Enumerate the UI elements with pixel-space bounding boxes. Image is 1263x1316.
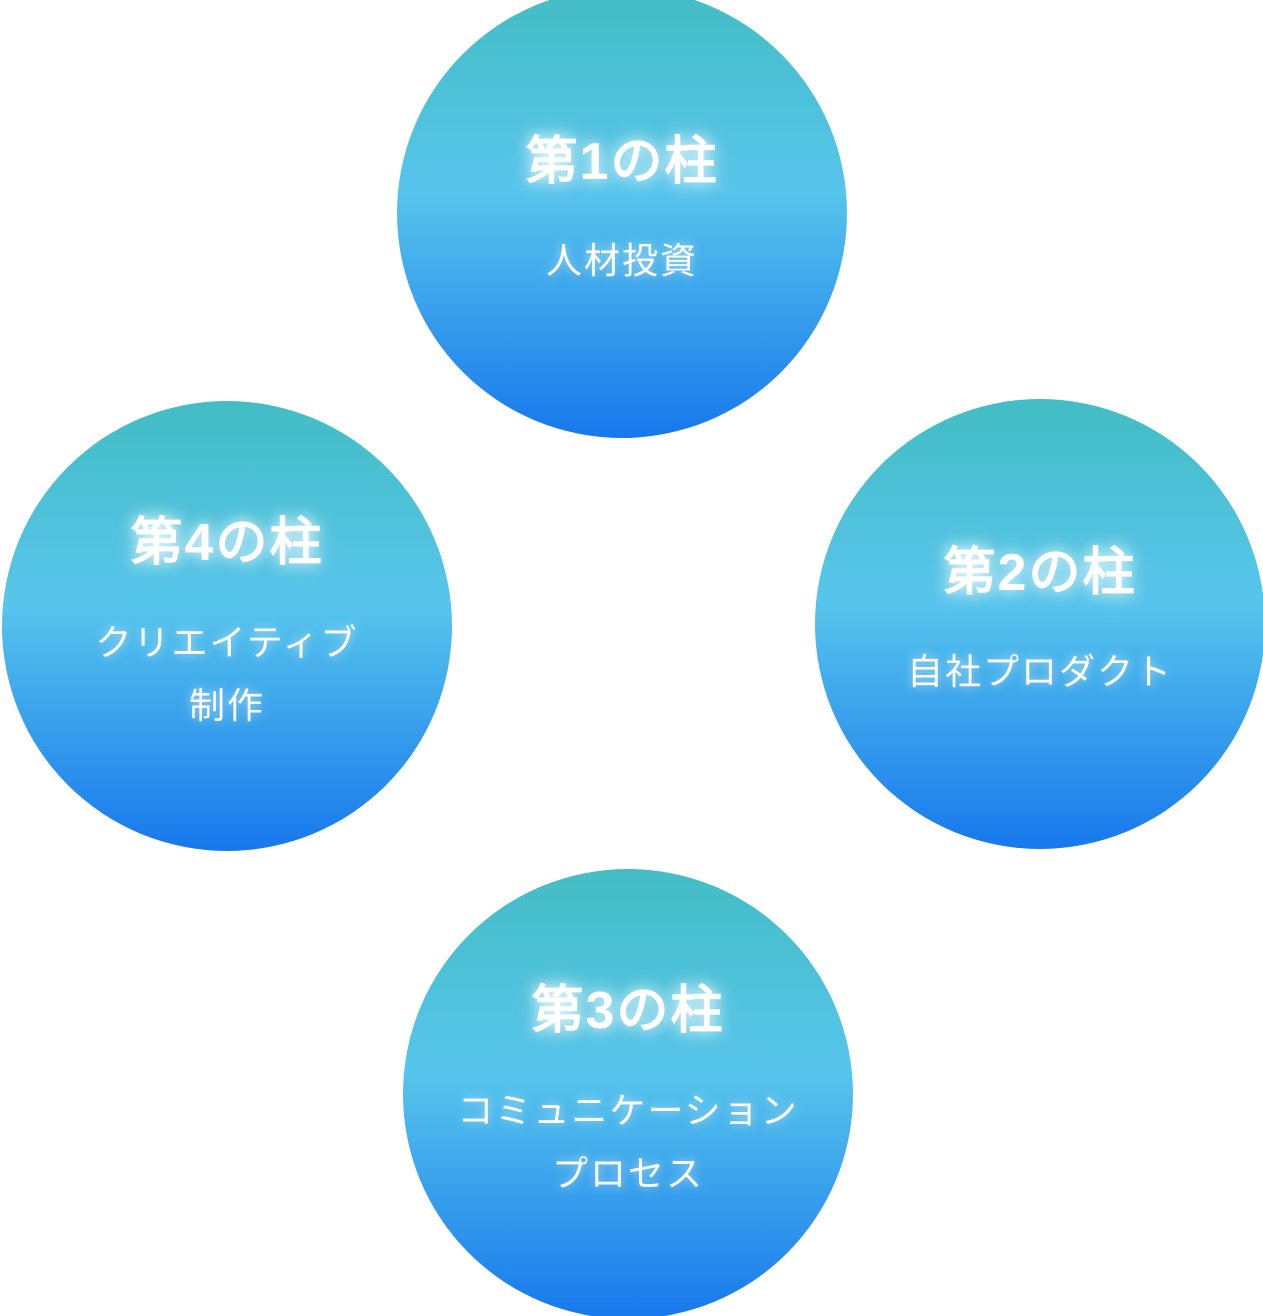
pillar-3-subtitle-line-2: プロセス — [551, 1152, 704, 1194]
pillar-4-subtitle-line-1: クリエイティブ — [95, 621, 359, 663]
pillar-4-subtitle-line-2: 制作 — [188, 684, 265, 726]
pillar-1-subtitle-line: 人材投資 — [545, 240, 698, 282]
pillar-2-subtitle: 自社プロダクト — [907, 640, 1173, 703]
pillar-3-subtitle-line-1: コミュニケーション — [457, 1089, 799, 1131]
pillar-3-subtitle: コミュニケーション プロセス — [457, 1079, 798, 1205]
pillar-2-subtitle-line: 自社プロダクト — [906, 651, 1173, 693]
pillar-1-title: 第1の柱 — [525, 132, 719, 191]
pillar-4-title: 第4の柱 — [130, 514, 324, 573]
pillar-4-circle: 第4の柱 クリエイティブ 制作 — [2, 401, 452, 851]
pillar-2-circle: 第2の柱 自社プロダクト — [815, 399, 1263, 849]
pillar-3-title: 第3の柱 — [531, 982, 725, 1041]
pillar-4-subtitle: クリエイティブ 制作 — [95, 611, 358, 737]
pillar-1-subtitle: 人材投資 — [546, 229, 698, 292]
pillar-2-title: 第2の柱 — [943, 543, 1137, 602]
pillar-3-circle: 第3の柱 コミュニケーション プロセス — [403, 869, 853, 1316]
pillar-1-circle: 第1の柱 人材投資 — [397, 0, 847, 438]
